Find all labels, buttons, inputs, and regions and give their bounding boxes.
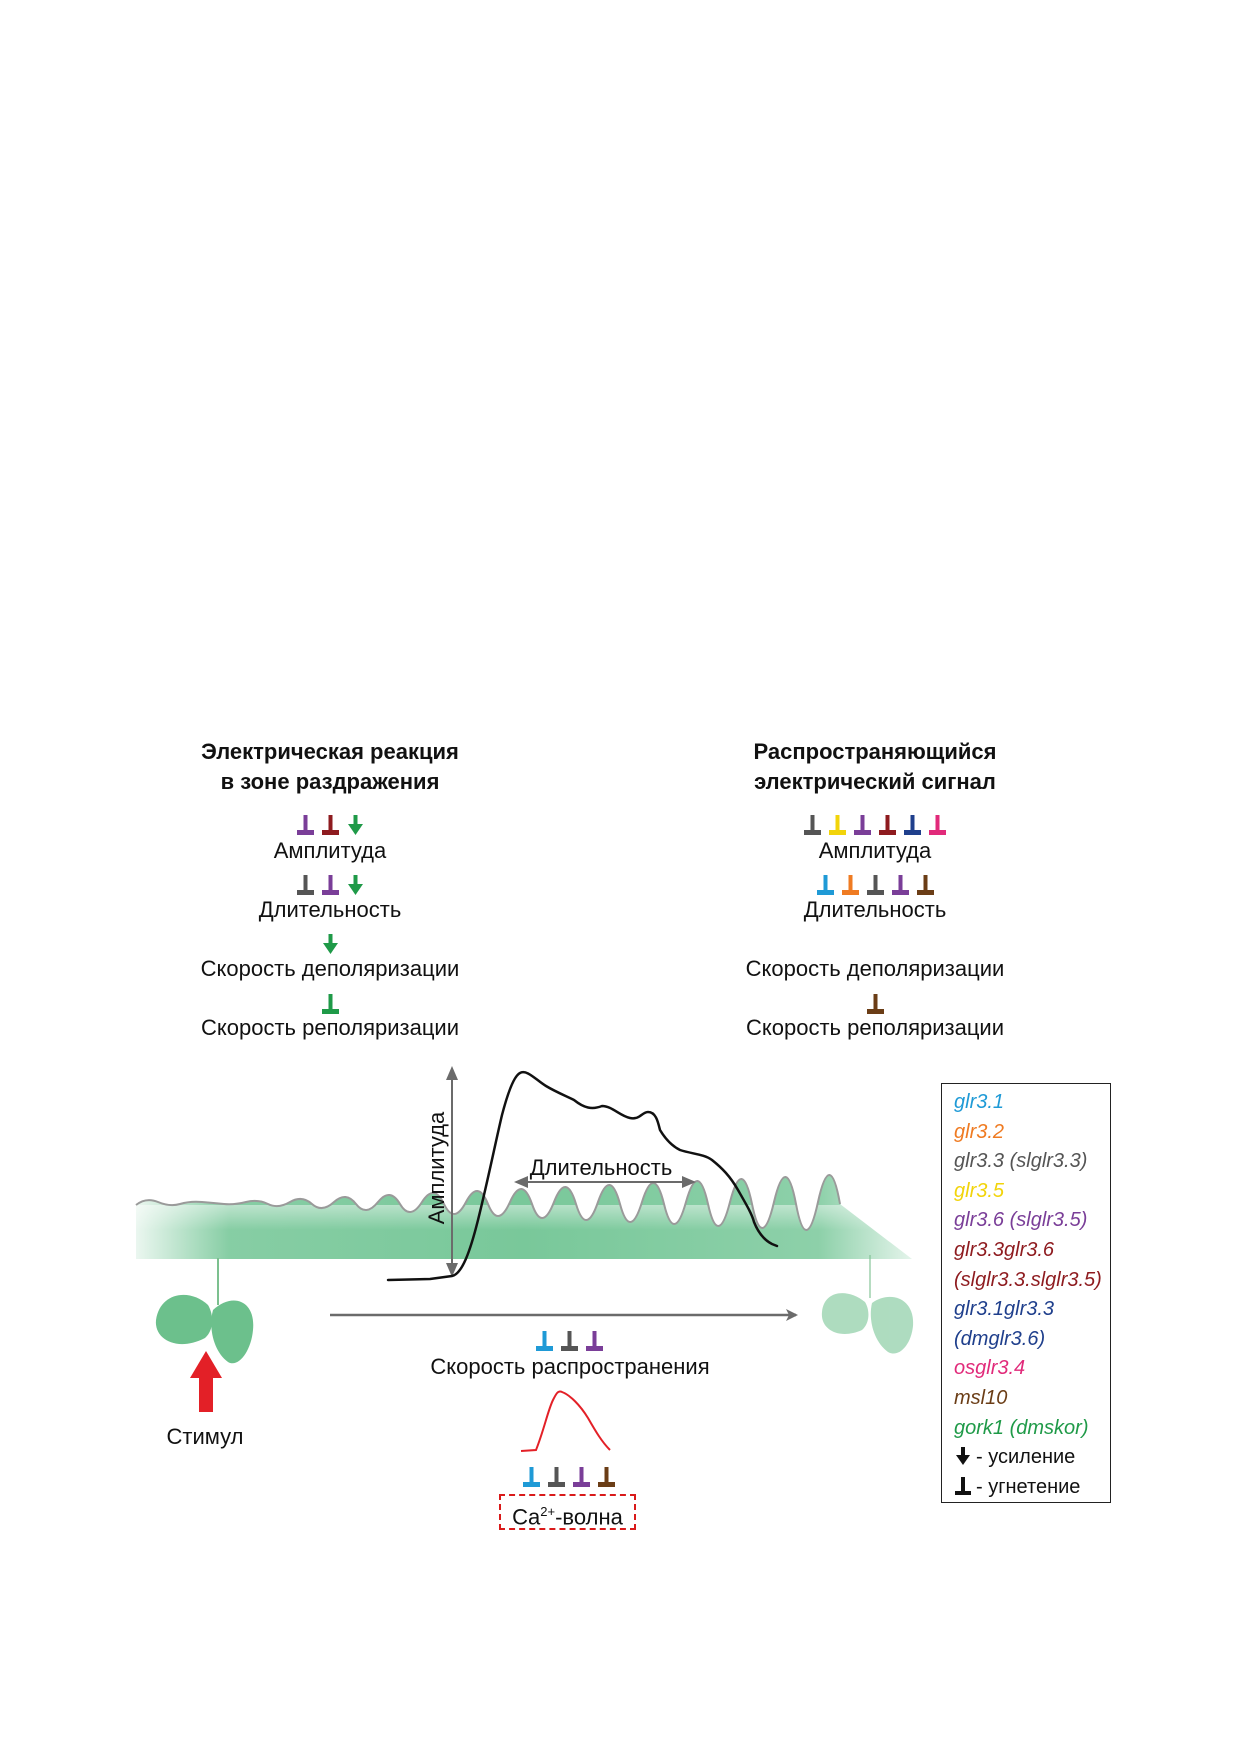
left-panel-title: Электрическая реакция в зоне раздражения <box>145 737 515 797</box>
inhibition-tbar-purple-icon <box>854 815 871 835</box>
right-title-line1: Распространяющийся <box>753 739 997 764</box>
inhibition-tbar-purple-icon <box>296 815 314 835</box>
inhibition-tbar-blue-icon <box>535 1331 553 1351</box>
inhibition-tbar-blue-icon <box>523 1467 540 1487</box>
enhancement-arrow-green-icon <box>347 815 363 835</box>
left-duration-label: Длительность <box>258 897 402 922</box>
inhibition-tbar-brown-icon <box>916 875 934 895</box>
right-title-line2: электрический сигнал <box>754 769 996 794</box>
inhibition-tbar-brown-icon <box>866 994 884 1014</box>
left-repol-label: Скорость реполяризации <box>200 1015 460 1040</box>
legend-item: glr3.3glr3.6 <box>954 1238 1055 1261</box>
left-amplitude-label: Амплитуда <box>273 838 387 863</box>
inhibition-tbar-purple-icon <box>573 1467 590 1487</box>
legend-items: glr3.1 glr3.2 glr3.3 (slglr3.3) glr3.5 glr3.… <box>954 1088 1110 1443</box>
duration-arrow <box>514 1176 696 1188</box>
inhibition-tbar-gray-icon <box>296 875 314 895</box>
inhibition-tbar-orange-icon <box>841 875 859 895</box>
amplitude-arrow <box>446 1066 458 1277</box>
inhibition-tbar-navy-icon <box>904 815 921 835</box>
right-repol-label: Скорость реполяризации <box>745 1015 1005 1040</box>
inhibition-tbar-purple-icon <box>891 875 909 895</box>
inhibition-tbar-gray-icon <box>866 875 884 895</box>
ca-wave-sup: 2+ <box>540 1504 556 1519</box>
legend-item: msl10 <box>954 1386 1008 1409</box>
amplitude-axis-label: Амплитуда <box>424 1111 449 1225</box>
right-repol-marks <box>775 993 975 1015</box>
right-amplitude-marks <box>775 814 975 836</box>
legend-item: osglr3.4 <box>954 1357 1026 1380</box>
legend-item: glr3.5 <box>954 1179 1005 1202</box>
inhibition-tbar-green-icon <box>321 994 339 1014</box>
left-amplitude-marks <box>230 814 430 836</box>
inhibition-tbar-blue-icon <box>816 875 834 895</box>
legend: glr3.1 glr3.2 glr3.3 (slglr3.3) glr3.5 glr3.… <box>941 1083 1111 1503</box>
legend-item: glr3.2 <box>954 1120 1005 1143</box>
inhibition-tbar-gray-icon <box>548 1467 565 1487</box>
inhibition-tbar-darkred-icon <box>879 815 896 835</box>
legend-item: glr3.1 <box>954 1091 1005 1113</box>
enhancement-arrow-icon <box>956 1447 970 1466</box>
inhibition-tbar-brown-icon <box>598 1467 615 1487</box>
legend-item: glr3.3 (slglr3.3) <box>954 1150 1088 1173</box>
enhancement-arrow-green-icon <box>322 934 338 954</box>
legend-item: glr3.1glr3.3 <box>954 1298 1055 1321</box>
duration-axis-label: Длительность <box>529 1155 673 1180</box>
inhibition-tbar-icon <box>955 1476 971 1495</box>
action-potential-curve <box>386 1070 779 1282</box>
ca-wave-curve <box>520 1390 611 1452</box>
ca-wave-marks <box>499 1466 639 1488</box>
legend-enhancement-label: - усиление <box>976 1446 1076 1469</box>
left-duration-marks <box>230 874 430 896</box>
left-repol-marks <box>230 993 430 1015</box>
propagation-label: Скорость распространения <box>430 1354 710 1379</box>
left-title-line1: Электрическая реакция <box>201 739 459 764</box>
inhibition-tbar-yellow-icon <box>829 815 846 835</box>
inhibition-tbar-darkred-icon <box>321 815 339 835</box>
inhibition-tbar-gray-icon <box>804 815 821 835</box>
legend-item: glr3.6 (slglr3.5) <box>954 1209 1088 1232</box>
propagation-marks <box>499 1330 639 1352</box>
legend-item: (slglr3.3.slglr3.5) <box>954 1268 1102 1291</box>
legend-enhancement-row: - усиление <box>954 1443 1110 1473</box>
inhibition-tbar-purple-icon <box>585 1331 603 1351</box>
enhancement-arrow-green-icon <box>347 875 363 895</box>
ca-wave-prefix: Ca <box>512 1504 541 1530</box>
right-amplitude-label: Амплитуда <box>818 838 932 863</box>
right-depol-label: Скорость деполяризации <box>745 956 1005 981</box>
right-panel-title: Распространяющийся электрический сигнал <box>690 737 1060 797</box>
legend-inhibition-row: - угнетение <box>954 1473 1110 1503</box>
leaf-left-icon <box>155 1258 254 1364</box>
left-title-line2: в зоне раздражения <box>220 769 440 794</box>
right-duration-marks <box>775 874 975 896</box>
right-duration-label: Длительность <box>803 897 947 922</box>
inhibition-tbar-pink-icon <box>929 815 946 835</box>
left-depol-label: Скорость деполяризации <box>200 956 460 981</box>
tissue-band-edge <box>135 1174 841 1231</box>
inhibition-tbar-purple-icon <box>321 875 339 895</box>
legend-inhibition-label: - угнетение <box>976 1475 1081 1498</box>
ca-wave-suffix: -волна <box>555 1504 623 1530</box>
stimulus-label: Стимул <box>166 1424 244 1449</box>
left-depol-marks <box>230 933 430 955</box>
legend-item: gork1 (dmskor) <box>954 1416 1089 1439</box>
leaf-right-icon <box>821 1255 914 1354</box>
ca-wave-label-box: Ca2+-волна <box>499 1494 636 1530</box>
stimulus-arrow-icon <box>190 1351 222 1412</box>
legend-item: (dmglr3.6) <box>954 1327 1046 1350</box>
inhibition-tbar-gray-icon <box>560 1331 578 1351</box>
